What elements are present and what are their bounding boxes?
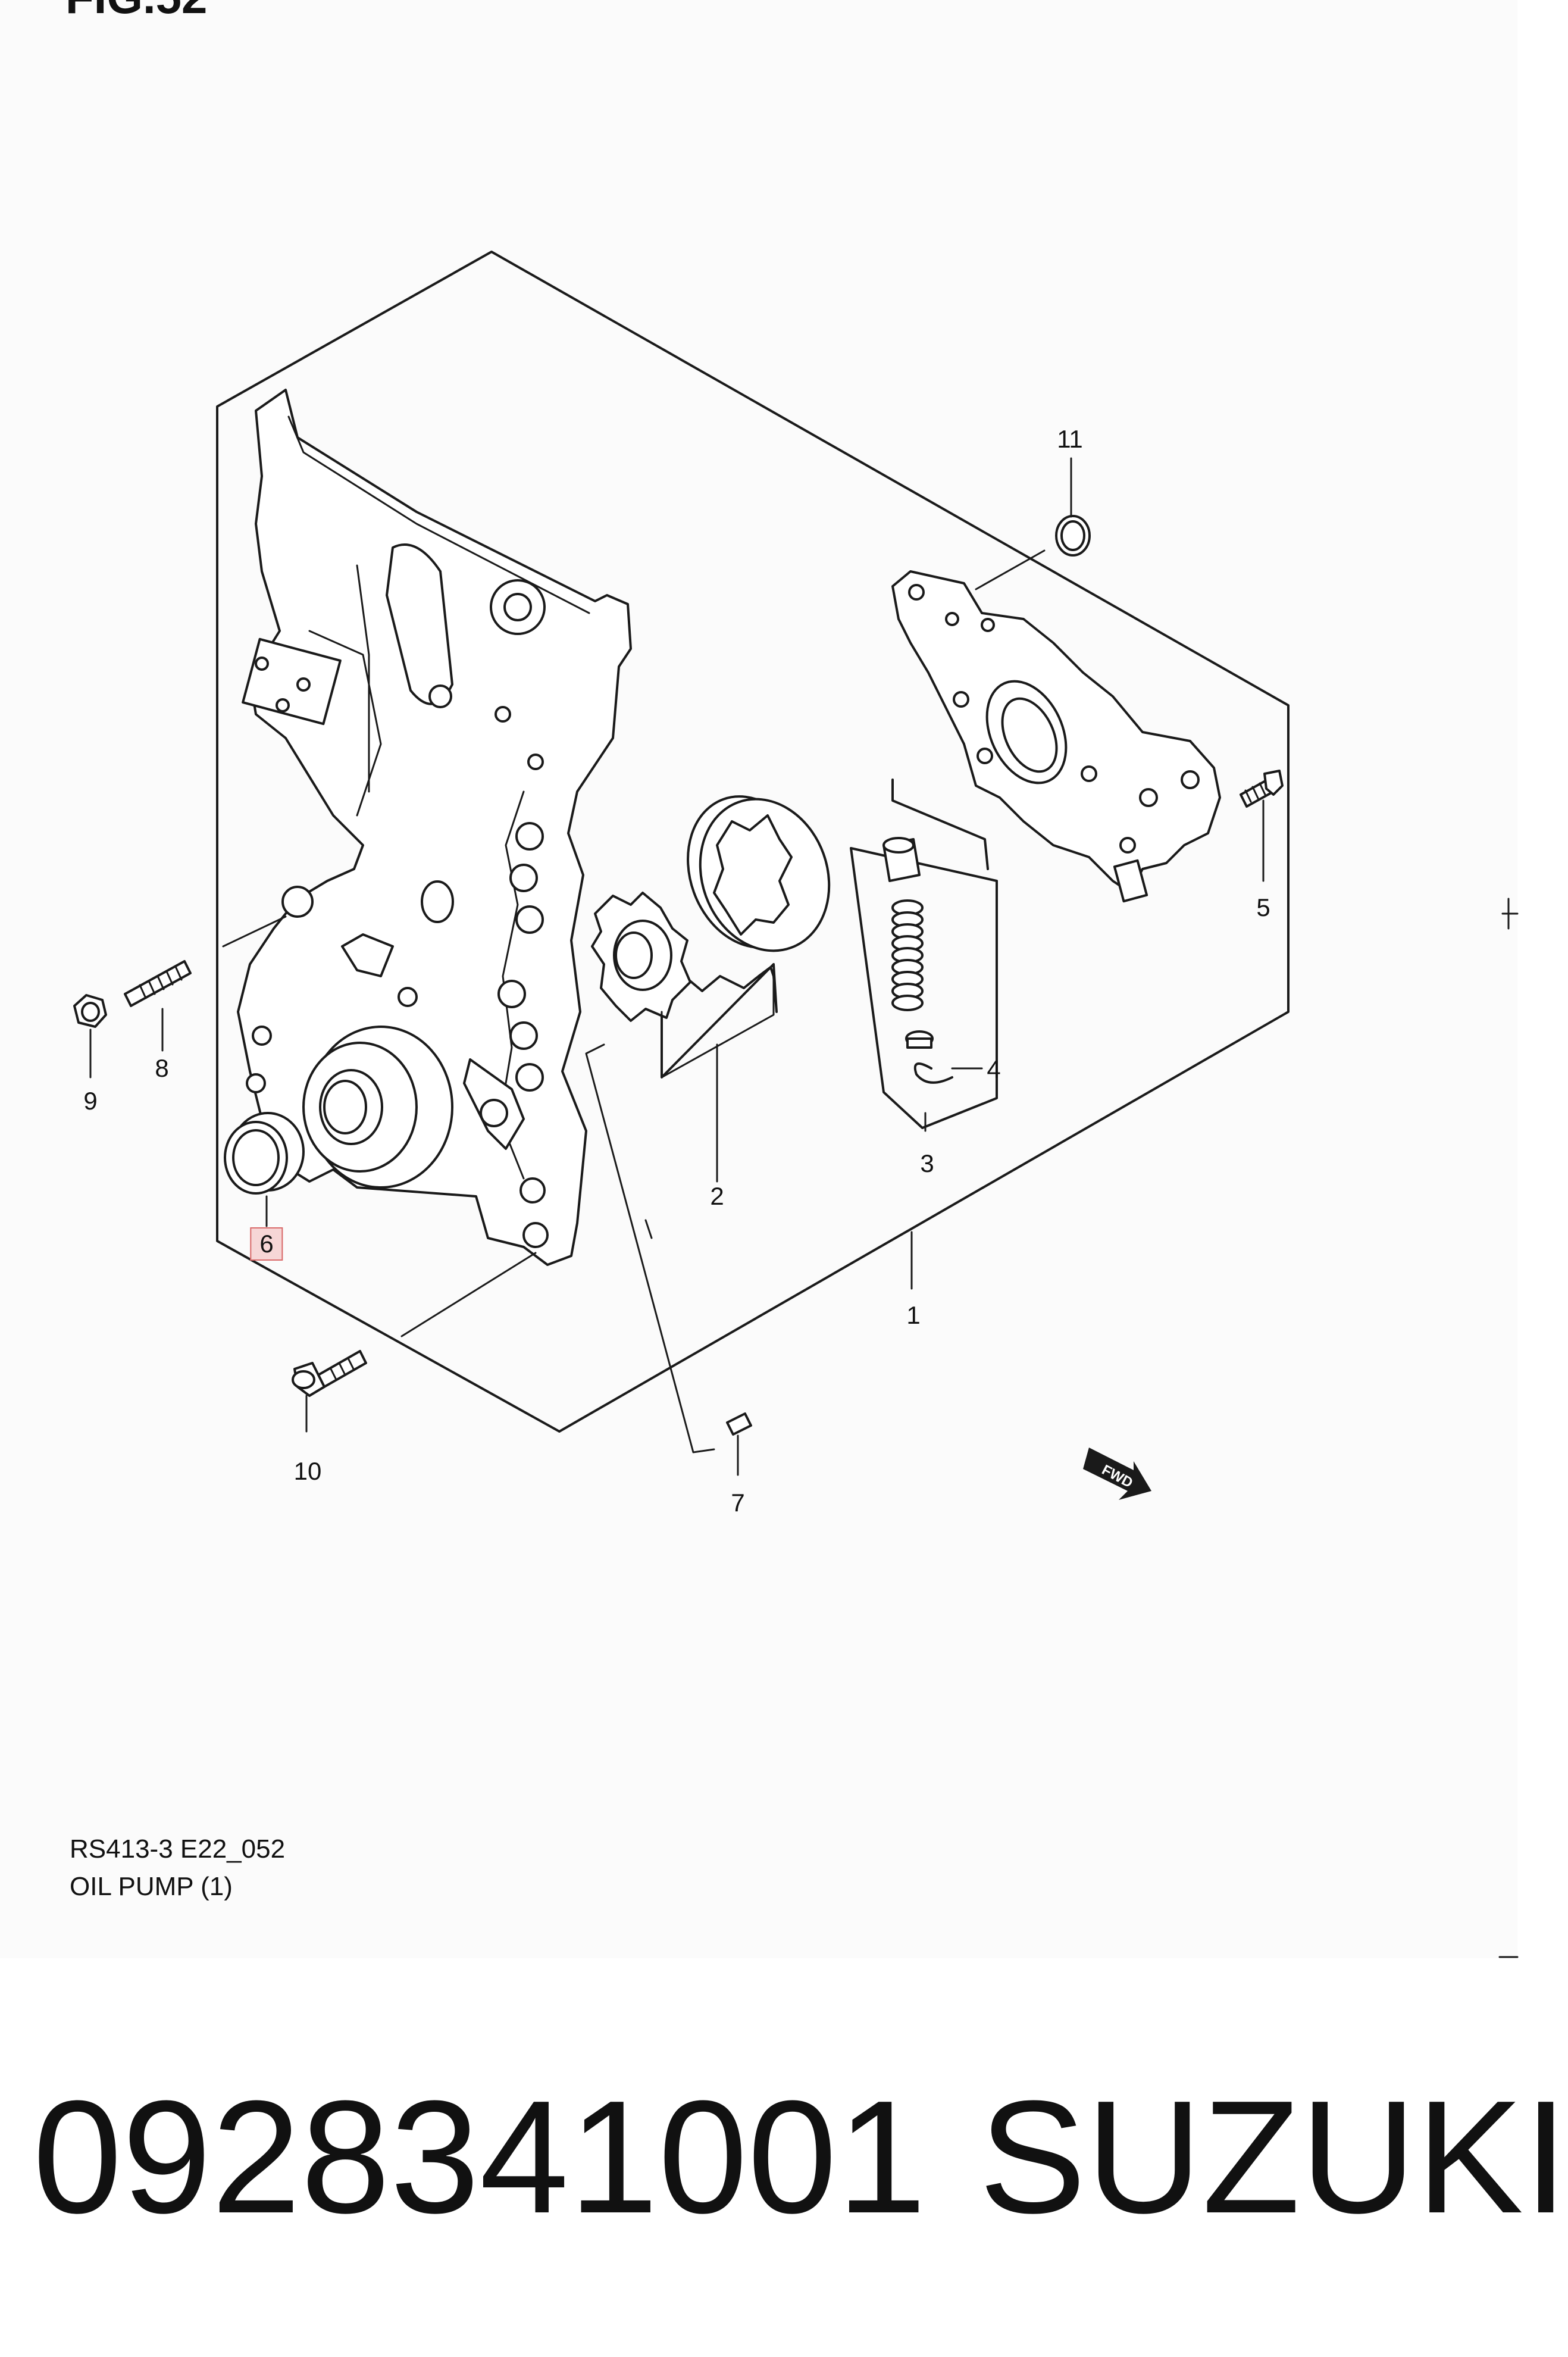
figure-code: RS413-3 E22_052 — [70, 1834, 286, 1864]
fwd-arrow-icon: FWD — [1083, 1448, 1151, 1500]
side-bosses — [497, 822, 549, 1248]
part-7-dowel-pin — [726, 1412, 752, 1476]
figure-caption: OIL PUMP (1) — [70, 1872, 233, 1901]
spring — [891, 899, 924, 1011]
callout-2: 2 — [710, 1182, 724, 1210]
callout-9: 9 — [83, 1087, 98, 1115]
oil-pump-case — [891, 570, 1221, 903]
timing-cover-housing — [237, 389, 632, 1266]
brand-name: SUZUKI — [979, 2068, 1568, 2247]
exploded-parts-diagram: FWD — [73, 251, 1519, 1958]
part-number: 0928341001 — [33, 2068, 927, 2247]
part-10-bolt — [292, 1350, 367, 1433]
part-8-stud — [124, 960, 192, 1052]
crank-seal-boss — [302, 1026, 453, 1189]
callout-7: 7 — [731, 1489, 745, 1517]
part-9-nut — [73, 994, 107, 1079]
callout-6-highlighted[interactable]: 6 — [250, 1227, 283, 1261]
part-3-relief-valve — [850, 779, 998, 1132]
callout-1: 1 — [906, 1301, 921, 1329]
part-11-o-ring — [1055, 457, 1091, 557]
part-5-bolt — [1240, 770, 1284, 882]
callout-4: 4 — [987, 1055, 1001, 1083]
callout-5: 5 — [1256, 893, 1270, 921]
part-6-oil-seal — [224, 1112, 305, 1227]
callout-3: 3 — [920, 1149, 934, 1177]
figure-title: FIG.52 — [65, 0, 207, 24]
callout-8: 8 — [155, 1054, 169, 1082]
callout-10: 10 — [293, 1457, 322, 1485]
callout-11: 11 — [1057, 425, 1083, 453]
diagram-sheet: FIG.52 — [65, 0, 1519, 1958]
assembly-frame-1 — [216, 251, 1290, 1433]
part-2-rotors — [591, 795, 831, 1183]
